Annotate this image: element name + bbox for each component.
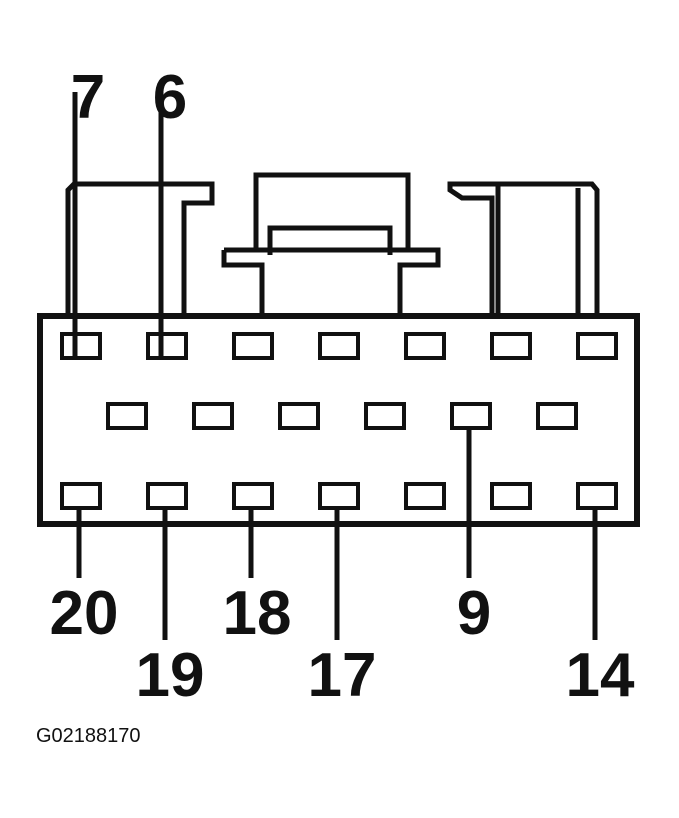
cavity-bottom-1 bbox=[60, 482, 102, 510]
leader-line-group bbox=[72, 92, 598, 640]
cavity-group bbox=[60, 332, 618, 510]
center-tower bbox=[253, 172, 411, 250]
pin-label-9: 9 bbox=[457, 579, 491, 648]
pin-label-19: 19 bbox=[136, 641, 205, 710]
cavity-top-3 bbox=[232, 332, 274, 360]
pin-label-7: 7 bbox=[71, 63, 105, 132]
cavity-bottom-2 bbox=[146, 482, 188, 510]
cavity-bottom-5 bbox=[404, 482, 446, 510]
right-latch bbox=[447, 181, 600, 316]
figure-code: G02188170 bbox=[36, 725, 141, 747]
pin-label-17: 17 bbox=[308, 641, 377, 710]
cavity-top-6 bbox=[490, 332, 532, 360]
cavity-middle-1 bbox=[106, 402, 148, 430]
pin-label-6: 6 bbox=[153, 63, 187, 132]
center-inner-block bbox=[267, 225, 393, 255]
cavity-top-4 bbox=[318, 332, 360, 360]
cavity-top-1 bbox=[60, 332, 102, 360]
cavity-middle-2 bbox=[192, 402, 234, 430]
cavity-bottom-7 bbox=[576, 482, 618, 510]
pin-label-18: 18 bbox=[223, 579, 292, 648]
cavity-bottom-3 bbox=[232, 482, 274, 510]
pin-label-14: 14 bbox=[566, 641, 635, 710]
left-latch bbox=[65, 181, 215, 316]
cavity-bottom-6 bbox=[490, 482, 532, 510]
cavity-bottom-4 bbox=[318, 482, 360, 510]
cavity-middle-3 bbox=[278, 402, 320, 430]
cavity-middle-6 bbox=[536, 402, 578, 430]
connector-top-features bbox=[65, 172, 600, 316]
cavity-top-5 bbox=[404, 332, 446, 360]
connector-housing bbox=[37, 313, 640, 527]
pin-label-20: 20 bbox=[50, 579, 119, 648]
cavity-top-7 bbox=[576, 332, 618, 360]
center-tab bbox=[221, 247, 441, 316]
cavity-middle-5 bbox=[450, 402, 492, 430]
cavity-top-2 bbox=[146, 332, 188, 360]
cavity-middle-4 bbox=[364, 402, 406, 430]
